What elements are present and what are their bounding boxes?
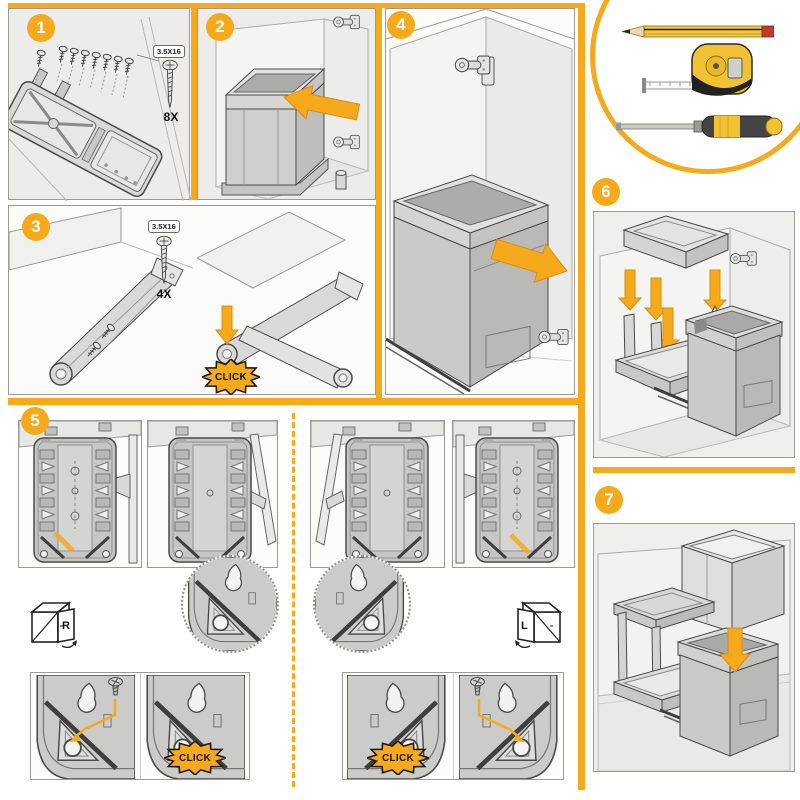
step7-panel bbox=[593, 523, 795, 772]
step2-illustration bbox=[215, 14, 370, 199]
divider-v3 bbox=[578, 3, 585, 790]
step2-panel bbox=[197, 8, 376, 200]
right-label: R bbox=[62, 620, 70, 632]
screw-qty-step3: 4X bbox=[156, 287, 172, 301]
lid bbox=[622, 215, 730, 269]
inner-bucket bbox=[680, 529, 786, 633]
step5-detail-left: CLICK bbox=[342, 672, 564, 780]
step3-right-illustration bbox=[197, 211, 364, 389]
pullout-unit bbox=[386, 174, 550, 394]
left-door-cabinet-icon: L bbox=[515, 601, 563, 648]
step4-badge: 4 bbox=[387, 11, 415, 39]
step5-view-left-2 bbox=[452, 420, 575, 568]
step5-badge: 5 bbox=[21, 407, 49, 435]
click-burst-step3: CLICK bbox=[202, 359, 260, 395]
divider-v1 bbox=[191, 3, 197, 200]
corner-latch-magnifier-left bbox=[313, 555, 411, 653]
step5-view-left-1 bbox=[310, 420, 445, 568]
screw-size-label-step1: 3.5X16 bbox=[153, 45, 185, 58]
corner-latch-magnifier-right bbox=[181, 555, 279, 653]
step7-illustration bbox=[597, 529, 791, 771]
press-down-arrow-icon bbox=[214, 305, 240, 345]
step6-illustration bbox=[598, 215, 792, 457]
left-label: L bbox=[521, 620, 528, 632]
divider-right-col bbox=[593, 467, 795, 473]
step3-badge: 3 bbox=[22, 213, 50, 241]
screwdriver-icon bbox=[616, 115, 783, 138]
step2-badge: 2 bbox=[206, 13, 234, 41]
divider-dashed-step5 bbox=[292, 413, 295, 787]
screw-icon-step1 bbox=[161, 59, 179, 109]
pencil-icon bbox=[622, 25, 774, 38]
push-in-arrow-icon bbox=[283, 84, 361, 121]
screw-qty-step1: 8X bbox=[163, 110, 179, 124]
step5-view-right-1 bbox=[18, 420, 142, 568]
pullout-unit bbox=[221, 67, 329, 196]
right-door-cabinet-icon: R bbox=[29, 601, 77, 648]
pin-icon bbox=[469, 677, 486, 698]
click-burst-step5-left: CLICK bbox=[367, 741, 429, 775]
step6-panel bbox=[593, 211, 795, 458]
step4-panel bbox=[385, 8, 575, 395]
tape-measure-icon bbox=[642, 43, 753, 96]
mounting-arm bbox=[238, 325, 353, 389]
step3-panel: 3.5X16 4X CLICK bbox=[8, 205, 376, 395]
bin-holder bbox=[676, 627, 780, 757]
mounting-arm bbox=[49, 257, 184, 386]
click-burst-step5-right: CLICK bbox=[164, 741, 226, 775]
pull-out-arrow-icon bbox=[490, 238, 568, 283]
screw-size-label-step3: 3.5X16 bbox=[148, 220, 180, 233]
pin-icon bbox=[107, 677, 124, 698]
screw-icon-step3 bbox=[155, 234, 173, 286]
step4-illustration bbox=[386, 9, 574, 394]
bin bbox=[684, 305, 784, 437]
step7-badge: 7 bbox=[595, 486, 623, 514]
drop-in-arrow-icon bbox=[718, 627, 752, 673]
loose-screws-row bbox=[33, 45, 135, 76]
divider-mid bbox=[8, 398, 583, 405]
divider-v2 bbox=[376, 3, 382, 398]
step5-detail-right: CLICK bbox=[30, 672, 250, 780]
step1-illustration bbox=[9, 16, 191, 201]
step1-badge: 1 bbox=[27, 14, 55, 42]
step5-view-right-2 bbox=[147, 420, 278, 568]
step3-left-illustration bbox=[9, 207, 193, 386]
step6-badge: 6 bbox=[592, 178, 620, 206]
divider-top bbox=[8, 3, 583, 8]
